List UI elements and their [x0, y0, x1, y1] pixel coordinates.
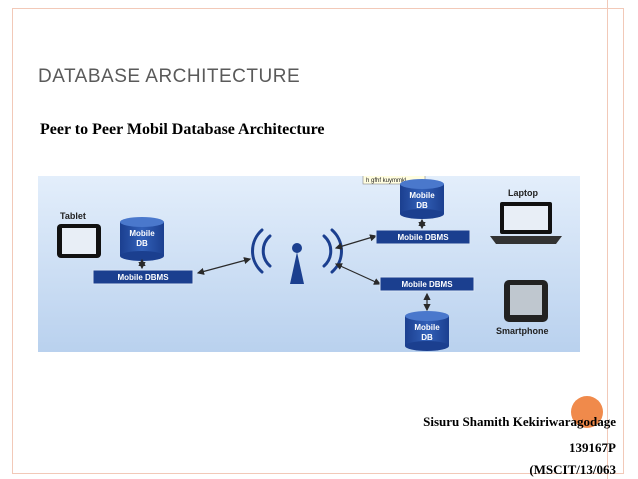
tablet-tower-link — [196, 257, 252, 275]
smartphone-dbms-label: Mobile DBMS — [401, 280, 453, 289]
slide-title: DATABASE ARCHITECTURE — [38, 66, 301, 87]
author-name: Sisuru Shamith Kekiriwaragodage — [423, 414, 616, 429]
author-reg: (MSCIT/13/063 — [529, 462, 616, 477]
laptop-label: Laptop — [508, 188, 538, 198]
laptop-dbms-box: Mobile DBMS — [375, 229, 471, 245]
smartphone-db-line1: Mobile — [414, 323, 440, 332]
smartphone-dbms-box: Mobile DBMS — [379, 276, 475, 292]
smartphone-db-cylinder: Mobile DB — [405, 311, 449, 351]
tablet-dbms-label: Mobile DBMS — [117, 273, 169, 282]
wireless-tower-icon — [251, 228, 343, 284]
slide-border-line — [607, 0, 608, 479]
tablet-label: Tablet — [60, 211, 86, 221]
smartphone-label: Smartphone — [496, 326, 549, 336]
laptop-db-line2: DB — [416, 201, 428, 210]
slide-subtitle: Peer to Peer Mobil Database Architecture — [40, 121, 325, 138]
tablet-db-cylinder: Mobile DB — [120, 217, 164, 261]
tablet-db-line1: Mobile — [129, 229, 155, 238]
tooltip-text: h gfhf kuymmkl — [366, 178, 406, 184]
author-id: 139167P — [569, 440, 616, 455]
smartphone-tower-link — [334, 263, 382, 285]
tablet-db-line2: DB — [136, 239, 148, 248]
laptop-db-line1: Mobile — [409, 191, 435, 200]
slide-frame — [12, 8, 624, 474]
accent-circle — [571, 396, 603, 428]
tablet-dbms-box: Mobile DBMS — [92, 269, 194, 285]
diagram-background — [38, 176, 580, 352]
smartphone-db-line2: DB — [421, 333, 433, 342]
p2p-architecture-diagram: h gfhf kuymmkl Tablet Mobile DB Mobile D… — [38, 176, 580, 352]
laptop-tower-link — [334, 234, 378, 250]
laptop-db-cylinder: Mobile DB — [400, 179, 444, 219]
laptop-dbms-label: Mobile DBMS — [397, 233, 449, 242]
tooltip: h gfhf kuymmkl — [362, 176, 426, 185]
laptop-icon — [490, 202, 562, 244]
tablet-icon — [57, 224, 101, 258]
smartphone-icon — [504, 280, 548, 322]
